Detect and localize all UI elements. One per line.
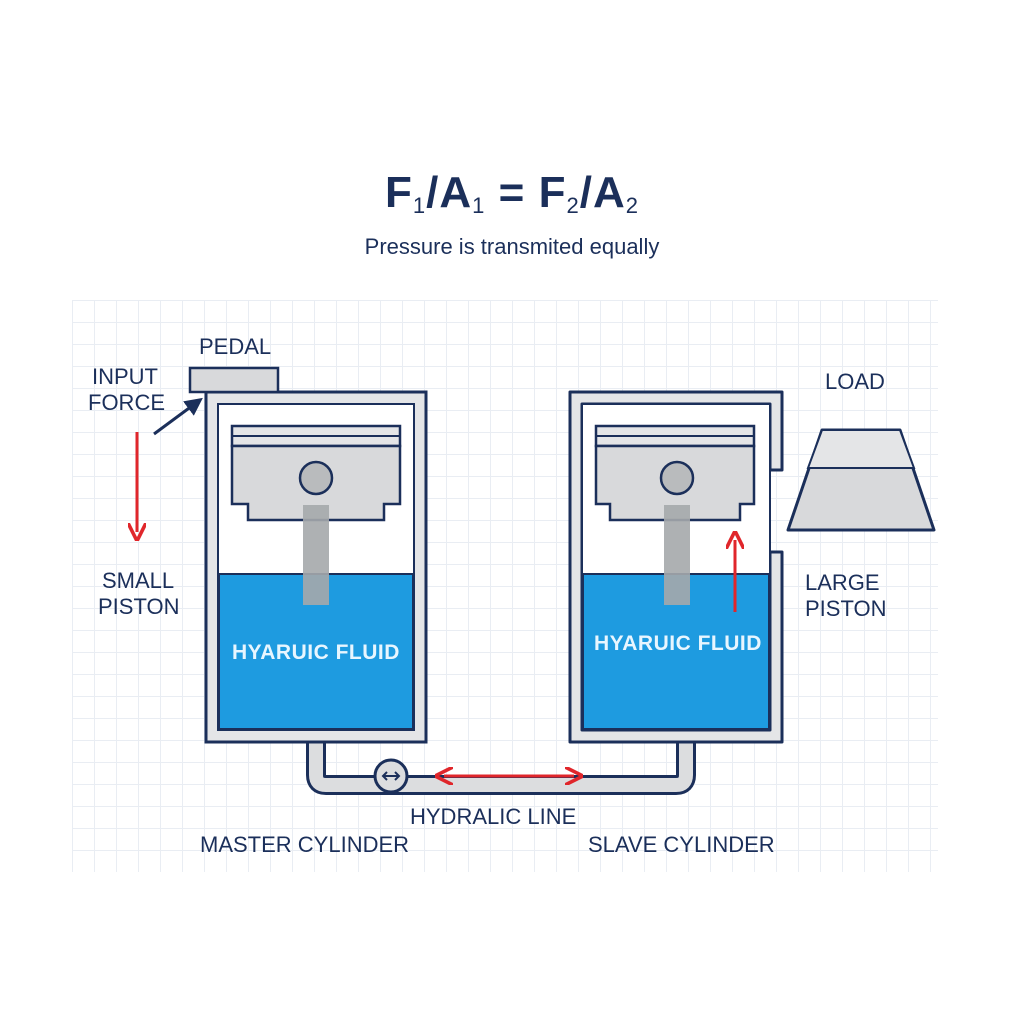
small-piston-label-line1: SMALL	[102, 568, 175, 593]
hydraulic-line-label: HYDRALIC LINE	[410, 804, 577, 829]
load-label: LOAD	[825, 369, 885, 394]
input-force-pointer	[153, 397, 203, 436]
subtitle: Pressure is transmited equally	[364, 234, 660, 259]
hydraulic-line-pipe	[306, 740, 696, 795]
fluid-left-label: HYARUIC FLUID	[232, 641, 400, 664]
fluid-right-label: HYARUIC FLUID	[594, 632, 762, 655]
slave-cylinder-label: SLAVE CYLINDER	[588, 832, 775, 857]
master-cylinder	[204, 390, 428, 744]
input-force-label-line2: FORCE	[88, 390, 165, 415]
slave-cylinder	[568, 390, 784, 744]
pedal-label: PEDAL	[199, 334, 272, 359]
master-cylinder-label: MASTER CYLINDER	[200, 832, 410, 857]
pascal-formula: F1/A1 = F2/A2	[385, 168, 639, 218]
input-force-label-line1: INPUT	[92, 364, 158, 389]
large-piston-label-line2: PISTON	[805, 596, 887, 621]
valve-icon	[373, 758, 409, 794]
large-piston-label-line1: LARGE	[805, 570, 880, 595]
small-piston-label-line2: PISTON	[98, 594, 180, 619]
load-block	[786, 428, 936, 532]
pedal	[188, 366, 280, 394]
